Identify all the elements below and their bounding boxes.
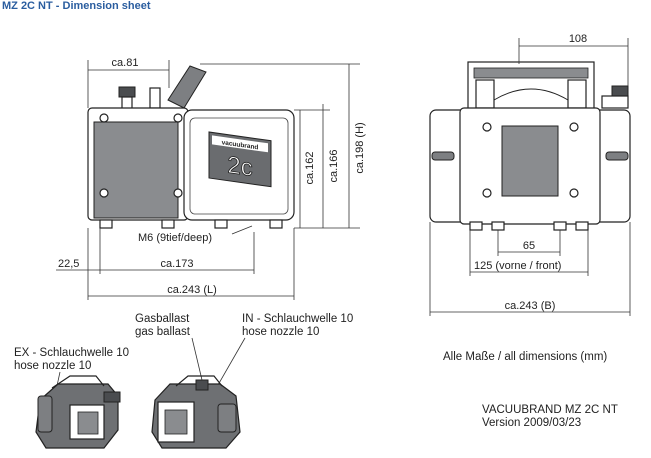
version-text: Version 2009/03/23	[482, 417, 581, 429]
motor-panel	[189, 117, 289, 215]
pump-handle	[167, 65, 207, 109]
foot	[161, 219, 175, 229]
screw-icon	[173, 113, 183, 123]
foot	[469, 221, 483, 231]
front-window	[501, 125, 559, 197]
dim-top: 108	[569, 33, 587, 45]
pump-3d-right	[151, 375, 241, 449]
knob-stem	[121, 96, 133, 110]
model-badge: vacuubrand 2c	[208, 131, 272, 188]
dim-offset: 22,5	[58, 258, 79, 270]
screw-icon	[482, 122, 492, 132]
gas-ballast-label-en: gas ballast	[135, 326, 191, 338]
screw-icon	[99, 113, 109, 123]
foot	[491, 221, 505, 231]
side-view: vacuubrand 2c ca.81 ca.162 ca.166 ca.198…	[56, 57, 366, 300]
product-name: VACUUBRAND MZ 2C NT	[482, 404, 618, 416]
dim-height-162: ca.162	[304, 151, 316, 184]
hose-nozzle	[149, 87, 161, 109]
foot	[214, 219, 228, 229]
badge-model-text: 2c	[227, 152, 252, 182]
ex-label-en: hose nozzle 10	[14, 360, 91, 372]
dim-height-166: ca.166	[328, 149, 340, 182]
dim-width-top: ca.81	[112, 57, 139, 69]
dim-height-198: ca.198 (H)	[354, 122, 366, 173]
head-plate	[93, 121, 179, 219]
foot	[269, 219, 283, 229]
dim-depth: ca.173	[160, 258, 193, 270]
screw-icon	[99, 188, 109, 198]
in-label-en: hose nozzle 10	[242, 326, 319, 338]
screw-icon	[482, 188, 492, 198]
front-view: 108 65 125 (vorne / front) ca.243 (B)	[429, 33, 631, 316]
dim-front: 125 (vorne / front)	[474, 260, 561, 272]
side-handle-left	[431, 151, 455, 161]
all-dimensions-note: Alle Maße / all dimensions (mm)	[443, 351, 607, 363]
dim-feet: 65	[523, 240, 535, 252]
in-label-de: IN - Schlauchwelle 10	[242, 313, 353, 325]
page-title: MZ 2C NT - Dimension sheet	[2, 0, 151, 12]
screw-icon	[569, 122, 579, 132]
side-handle-right	[605, 151, 629, 161]
screw-icon	[569, 188, 579, 198]
screw-icon	[173, 188, 183, 198]
ex-label-de: EX - Schlauchwelle 10	[14, 347, 129, 359]
gas-ballast-knob	[118, 86, 136, 98]
pump-3d-left	[35, 375, 121, 449]
foot	[99, 219, 113, 229]
dim-width: ca.243 (B)	[505, 300, 556, 312]
thread-note: M6 (9tief/deep)	[138, 232, 212, 244]
dim-length: ca.243 (L)	[167, 284, 217, 296]
gas-ballast-label-de: Gasballast	[135, 313, 190, 325]
gas-ballast-knob	[611, 85, 629, 97]
foot	[575, 221, 589, 231]
foot	[553, 221, 567, 231]
